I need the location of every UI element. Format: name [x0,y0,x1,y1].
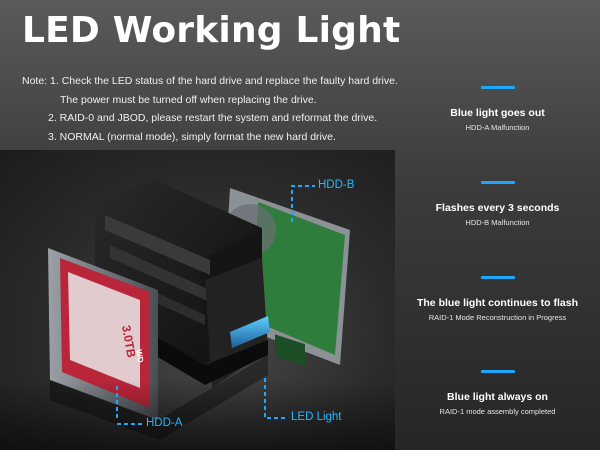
status-title: Blue light always on [447,391,548,403]
status-panel: Blue light goes out HDD-A Malfunction Fl… [395,0,600,450]
led-light-icon [230,316,270,348]
status-item-1: Blue light goes out HDD-A Malfunction [395,86,600,132]
hdd-a-drive: 3.0TB WD [48,248,158,420]
drive-brand-label: WD [134,349,145,364]
status-indicator [480,86,515,89]
note-prefix: Note: [22,75,48,87]
status-indicator [480,276,515,279]
callout-hdd-b: HDD-B [318,179,355,191]
status-subtitle: HDD-A Malfunction [465,123,530,132]
page-title: LED Working Light [22,10,401,51]
status-subtitle: HDD-B Malfunction [465,218,530,227]
callout-led-light: LED Light [291,411,342,423]
status-indicator [480,181,515,184]
note-line-1: Note: 1. Check the LED status of the har… [22,75,398,87]
drive-capacity-label: 3.0TB [119,324,139,359]
status-title: Blue light goes out [450,107,545,119]
status-item-2: Flashes every 3 seconds HDD-B Malfunctio… [395,181,600,227]
status-title: The blue light continues to flash [416,297,578,309]
status-subtitle: RAID-1 mode assembly completed [439,407,556,416]
note-line-3: 2. RAID-0 and JBOD, please restart the s… [48,112,378,124]
status-item-4: Blue light always on RAID-1 mode assembl… [395,370,600,416]
product-photo: 3.0TB WD [0,150,395,450]
enclosure-body [95,180,270,388]
notes-block: Note: 1. Check the LED status of the har… [22,72,398,146]
callout-hdd-a: HDD-A [146,417,183,429]
enclosure-illustration: 3.0TB WD [48,180,350,440]
status-title: Flashes every 3 seconds [435,202,560,214]
status-subtitle: RAID-1 Mode Reconstruction in Progress [428,313,567,322]
status-item-3: The blue light continues to flash RAID-1… [395,276,600,322]
callout-lines [116,185,315,425]
note-line-2: The power must be turned off when replac… [60,93,317,106]
note-line-4: 3. NORMAL (normal mode), simply format t… [48,130,336,143]
status-indicator [480,370,515,373]
